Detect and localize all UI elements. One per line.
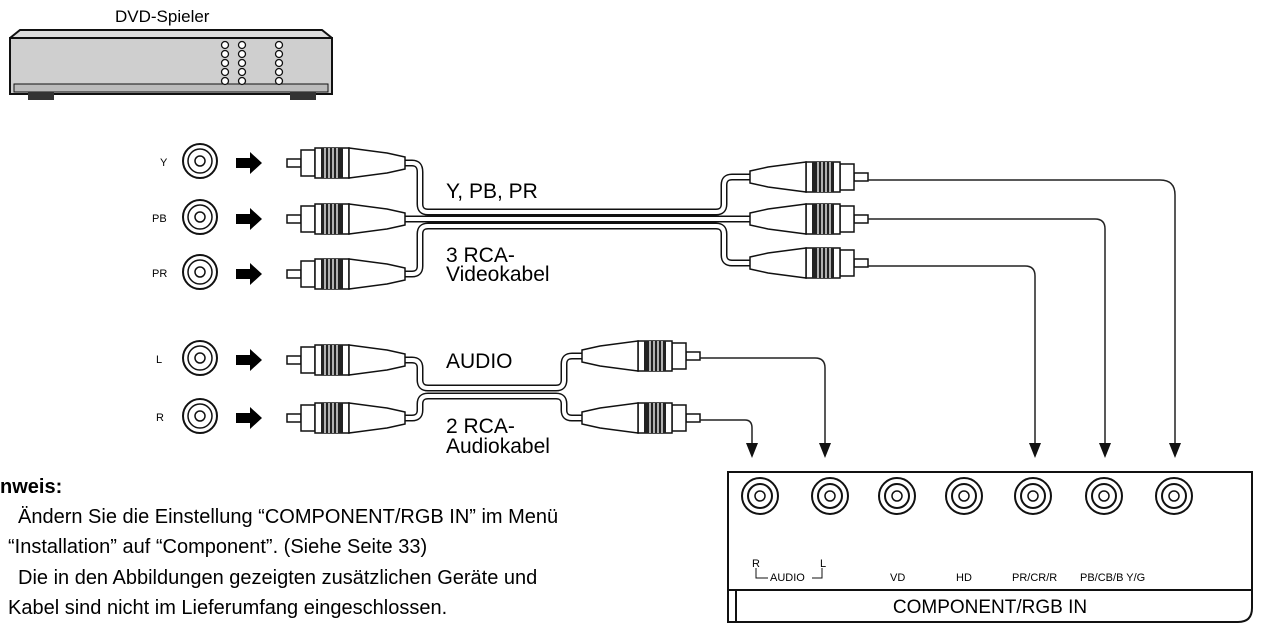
panel-hd-label: HD bbox=[956, 572, 972, 584]
panel-pr-label: PR/CR/R bbox=[1012, 572, 1057, 584]
dvd-player-icon bbox=[9, 29, 333, 100]
jack-label-r: R bbox=[156, 412, 164, 424]
plug-pr-right bbox=[750, 248, 868, 278]
note-line-3: Die in den Abbildungen gezeigten zusätzl… bbox=[18, 567, 538, 589]
audio-cable-label: AUDIO bbox=[446, 350, 513, 373]
video-cable bbox=[405, 159, 752, 278]
panel-vd-label: VD bbox=[890, 572, 905, 584]
panel-jack-hd-icon bbox=[945, 477, 983, 515]
panel-jack-audio-r-icon bbox=[741, 477, 779, 515]
jack-y-icon bbox=[182, 143, 218, 179]
audio-cable-label-2: 2 RCA- bbox=[446, 415, 515, 438]
panel-jack-y-icon bbox=[1155, 477, 1193, 515]
note-line-4: Kabel sind nicht im Lieferumfang eingesc… bbox=[8, 597, 448, 619]
panel-audio-l-label: L bbox=[820, 558, 826, 570]
component-panel: R L AUDIO VD HD PR/CR/R PB/CB/B Y/G COMP… bbox=[727, 471, 1253, 623]
jack-pb-icon bbox=[182, 199, 218, 235]
arrow-l-icon bbox=[236, 349, 262, 371]
plug-r-left bbox=[286, 402, 406, 434]
panel-title: COMPONENT/RGB IN bbox=[893, 597, 1087, 618]
panel-jack-pr-icon bbox=[1014, 477, 1052, 515]
video-cable-label: Y, PB, PR bbox=[446, 180, 538, 203]
panel-audio-label: AUDIO bbox=[770, 572, 805, 584]
arrow-pb-icon bbox=[236, 208, 262, 230]
panel-jack-audio-l-icon bbox=[811, 477, 849, 515]
plug-y-left bbox=[286, 147, 406, 179]
arrow-pr-icon bbox=[236, 263, 262, 285]
plug-y-right bbox=[750, 162, 868, 192]
jack-l-icon bbox=[182, 340, 218, 376]
panel-audio-r-label: R bbox=[752, 558, 760, 570]
plug-pr-left bbox=[286, 258, 406, 290]
audio-cable bbox=[405, 352, 582, 422]
plug-pb-right bbox=[750, 204, 868, 234]
video-cable-label-2: 3 RCA- bbox=[446, 244, 515, 267]
panel-jack-vd-icon bbox=[878, 477, 916, 515]
connection-wires bbox=[700, 179, 1181, 458]
arrow-y-icon bbox=[236, 152, 262, 174]
jack-r-icon bbox=[182, 398, 218, 434]
panel-jack-pb-icon bbox=[1085, 477, 1123, 515]
note-line-1: Ändern Sie die Einstellung “COMPONENT/RG… bbox=[18, 506, 559, 528]
jack-label-pr: PR bbox=[152, 268, 167, 280]
note-line-2: “Installation” auf “Component”. (Siehe S… bbox=[8, 536, 428, 558]
plug-l-left bbox=[286, 344, 406, 376]
jack-label-l: L bbox=[156, 354, 162, 366]
plug-r-right bbox=[582, 403, 700, 433]
panel-pb-label: PB/CB/B Y/G bbox=[1080, 572, 1145, 584]
audio-cable-label-3: Audiokabel bbox=[446, 435, 550, 458]
plug-l-right bbox=[582, 341, 700, 371]
jack-label-pb: PB bbox=[152, 213, 167, 225]
arrow-r-icon bbox=[236, 407, 262, 429]
video-cable-label-3: Videokabel bbox=[446, 263, 550, 286]
jack-pr-icon bbox=[182, 254, 218, 290]
jack-label-y: Y bbox=[160, 157, 168, 169]
plug-pb-left bbox=[286, 203, 406, 235]
device-label: DVD-Spieler bbox=[115, 7, 210, 26]
note-heading: nweis: bbox=[0, 476, 63, 498]
